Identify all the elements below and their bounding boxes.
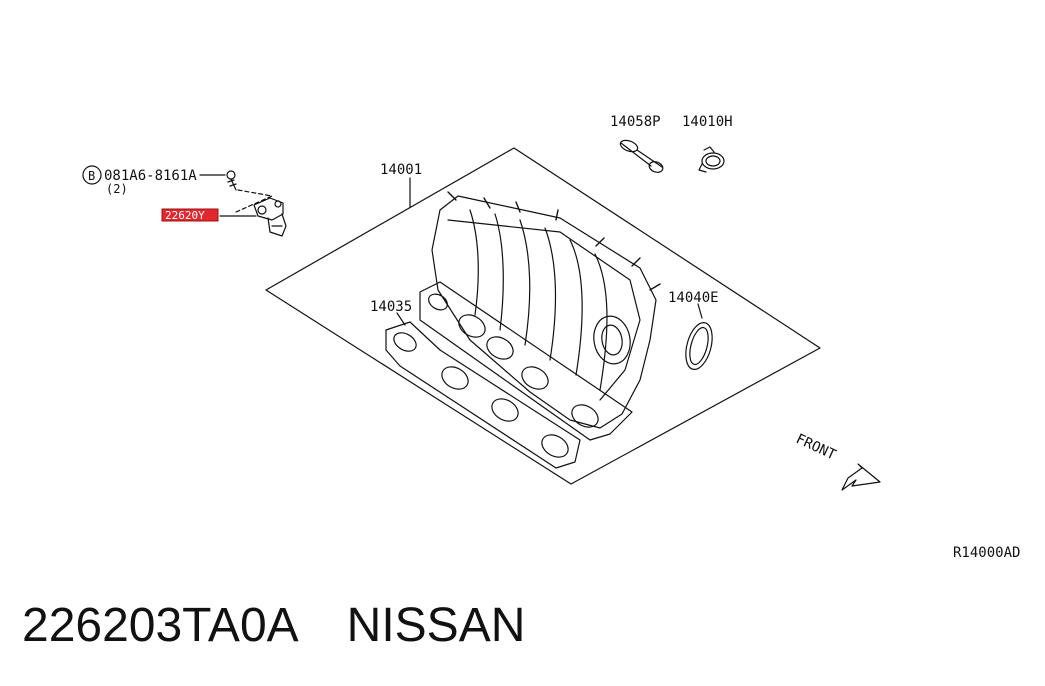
caption-part-number: 226203TA0A: [22, 599, 299, 652]
caption-brand: NISSAN: [346, 599, 526, 652]
label-sensor-part: 22620Y: [165, 209, 205, 222]
sensor-dashed-link: [235, 189, 273, 213]
front-arrow-icon: [841, 463, 881, 491]
intake-manifold-icon: [419, 191, 661, 441]
label-diagram-code: R14000AD: [953, 545, 1020, 561]
label-front: FRONT: [793, 431, 838, 464]
leader-oring: [697, 303, 703, 319]
bolt-icon: [226, 170, 237, 191]
label-oring: 14040E: [668, 290, 719, 306]
sensor-icon: [253, 197, 287, 237]
bolt-marker: B: [88, 169, 95, 183]
label-manifold: 14001: [380, 162, 422, 178]
assembly-outline: [265, 147, 821, 485]
label-bolt-part: 081A6-8161A: [104, 168, 197, 184]
hose-icon: [619, 139, 664, 173]
label-clamp: 14010H: [682, 114, 733, 130]
label-gasket: 14035: [370, 299, 412, 315]
sensor-highlight: [161, 208, 219, 222]
gasket-icon: [385, 321, 581, 469]
oring-icon: [685, 322, 713, 370]
label-hose: 14058P: [610, 114, 661, 130]
part-caption: 226203TA0A NISSAN: [22, 598, 525, 653]
bolt-marker-circle: [82, 165, 102, 185]
label-bolt-qty: (2): [106, 182, 128, 196]
clamp-icon: [698, 146, 725, 173]
leader-gasket: [396, 312, 406, 326]
